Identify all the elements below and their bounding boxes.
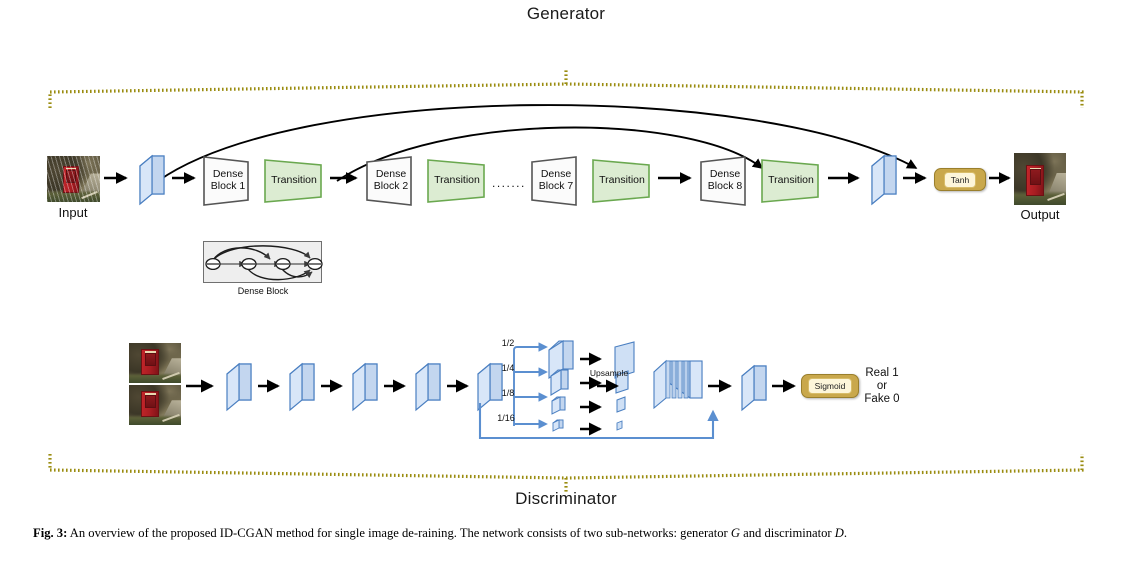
scale-label-eighth: 1/8 bbox=[501, 388, 515, 398]
dense-block-1: Dense Block 1 bbox=[202, 155, 254, 207]
discriminator-conv-slab-1 bbox=[226, 362, 252, 412]
input-label: Input bbox=[58, 205, 88, 220]
generator-title: Generator bbox=[526, 4, 606, 23]
scale-label-quarter: 1/4 bbox=[501, 363, 515, 373]
discriminator-bracket bbox=[48, 454, 1084, 492]
generator-skip-arcs bbox=[157, 104, 918, 182]
dense-block-2: Dense Block 2 bbox=[365, 155, 417, 207]
arrow-disc-4-5 bbox=[447, 379, 469, 393]
feature-map-eighth bbox=[616, 396, 626, 413]
pyramid-slab-sixteenth bbox=[552, 419, 564, 432]
arrow-pyramid-sixteenth bbox=[580, 422, 602, 436]
generator-conv-slab-last bbox=[871, 154, 897, 206]
pyramid-slab-eighth bbox=[551, 396, 566, 415]
arrow-t3-to-db8 bbox=[658, 172, 692, 184]
generator-bracket bbox=[48, 70, 1084, 108]
dense-block-2-line2: Block 2 bbox=[373, 180, 409, 192]
caption-text-end: . bbox=[843, 526, 848, 540]
discriminator-output-real: Real 1 bbox=[865, 367, 899, 379]
blocks-ellipsis: ....... bbox=[492, 176, 526, 190]
transition-4-label: Transition bbox=[768, 174, 814, 187]
arrow-input-to-conv bbox=[104, 172, 128, 184]
generator-conv-slab-first bbox=[139, 154, 165, 206]
discriminator-title: Discriminator bbox=[515, 489, 617, 508]
discriminator-output-or: or bbox=[876, 380, 888, 392]
arrow-disc-3-4 bbox=[384, 379, 406, 393]
output-image-thumbnail bbox=[1014, 153, 1066, 205]
sigmoid-activation-block: Sigmoid bbox=[801, 374, 859, 398]
discriminator-conv-slab-2 bbox=[289, 362, 315, 412]
tanh-label: Tanh bbox=[943, 171, 977, 188]
sigmoid-label: Sigmoid bbox=[807, 378, 853, 394]
caption-figure-number: Fig. 3: bbox=[33, 526, 68, 540]
transition-4: Transition bbox=[760, 158, 822, 204]
arrow-t4-to-conv-last bbox=[828, 172, 860, 184]
dense-block-8-line1: Dense bbox=[709, 168, 741, 181]
dense-block-1-line2: Block 1 bbox=[210, 180, 246, 192]
dense-block-7-line1: Dense bbox=[540, 168, 572, 181]
transition-1: Transition bbox=[263, 158, 325, 204]
dense-block-inset-caption: Dense Block bbox=[237, 286, 289, 296]
dense-block-7: Dense Block 7 bbox=[530, 155, 582, 207]
pyramid-slab-half bbox=[548, 339, 574, 380]
dense-block-1-line1: Dense bbox=[212, 168, 244, 181]
transition-2: Transition bbox=[426, 158, 488, 204]
discriminator-conv-slab-final bbox=[741, 364, 767, 412]
feature-map-sixteenth bbox=[616, 420, 623, 431]
discriminator-skip-connection bbox=[478, 403, 719, 440]
arrow-disc-input bbox=[186, 379, 214, 393]
dense-block-8: Dense Block 8 bbox=[699, 155, 751, 207]
caption-symbol-d: D bbox=[834, 526, 844, 540]
arrow-tanh-to-output bbox=[989, 172, 1011, 184]
caption-text-part2: and discriminator bbox=[739, 526, 835, 540]
arrow-conv-to-sigmoid bbox=[772, 379, 796, 393]
feature-map-half bbox=[614, 341, 635, 379]
discriminator-conv-slab-4 bbox=[415, 362, 441, 412]
arrow-pyramid-half bbox=[580, 352, 602, 366]
discriminator-output-fake: Fake 0 bbox=[864, 393, 900, 405]
concatenated-feature-stack bbox=[653, 359, 703, 410]
arrow-stack-to-conv bbox=[708, 379, 732, 393]
arrow-conv-to-db1 bbox=[172, 172, 196, 184]
discriminator-conv-slab-5 bbox=[477, 362, 503, 412]
transition-3-label: Transition bbox=[599, 174, 645, 187]
arrow-pyramid-quarter bbox=[580, 376, 602, 390]
arrow-pyramid-eighth bbox=[580, 400, 602, 414]
figure-caption: Fig. 3: An overview of the proposed ID-C… bbox=[33, 525, 1099, 543]
upsample-label: Upsample bbox=[589, 368, 629, 378]
discriminator-conv-slab-3 bbox=[352, 362, 378, 412]
discriminator-input-thumbnail-1 bbox=[129, 343, 181, 383]
dense-block-2-line1: Dense bbox=[375, 168, 407, 181]
output-label: Output bbox=[1020, 207, 1060, 222]
caption-symbol-g: G bbox=[730, 526, 740, 540]
transition-1-label: Transition bbox=[271, 174, 317, 187]
dense-block-inset bbox=[203, 241, 323, 283]
arrow-upsample bbox=[597, 379, 619, 393]
tanh-activation-block: Tanh bbox=[934, 168, 986, 191]
discriminator-input-thumbnail-2 bbox=[129, 385, 181, 425]
transition-3: Transition bbox=[591, 158, 653, 204]
arrow-disc-1-2 bbox=[258, 379, 280, 393]
input-image-thumbnail bbox=[47, 156, 100, 202]
transition-2-label: Transition bbox=[434, 174, 480, 187]
arrow-t1-to-db2 bbox=[330, 172, 358, 184]
dense-block-8-line2: Block 8 bbox=[707, 180, 743, 192]
caption-text-part1: An overview of the proposed ID-CGAN meth… bbox=[67, 526, 731, 540]
pyramid-slab-quarter bbox=[550, 369, 569, 396]
scale-label-half: 1/2 bbox=[501, 338, 515, 348]
scale-label-sixteenth: 1/16 bbox=[497, 413, 515, 423]
arrow-disc-2-3 bbox=[321, 379, 343, 393]
dense-block-7-line2: Block 7 bbox=[538, 180, 574, 192]
arrow-conv-to-tanh bbox=[903, 172, 927, 184]
multiscale-branch-bus bbox=[513, 342, 548, 429]
